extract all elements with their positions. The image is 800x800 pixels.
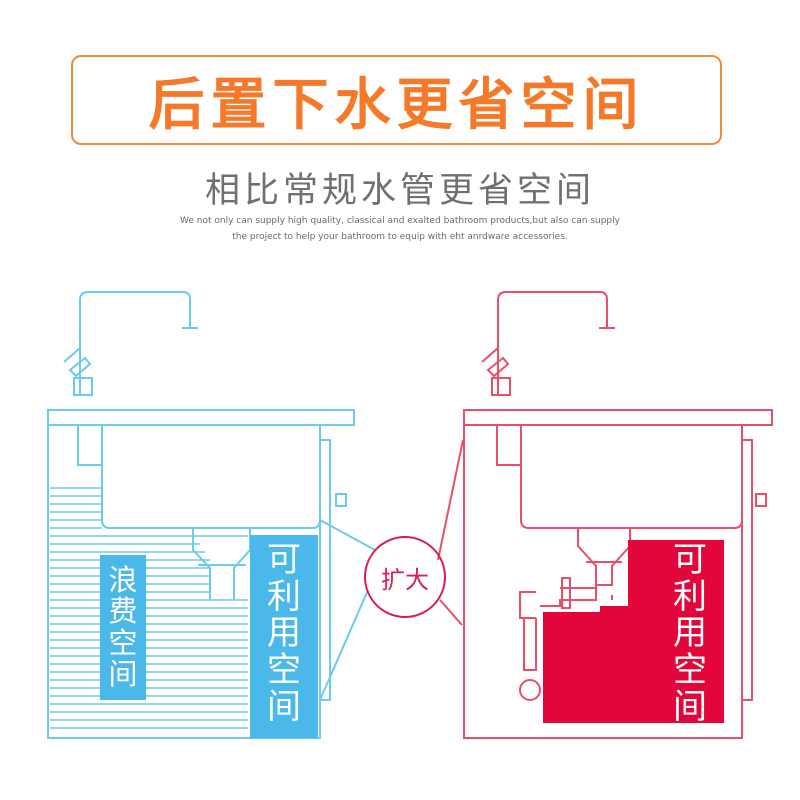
page-title: 后置下水更省空间 xyxy=(148,72,645,138)
page-subtitle: 相比常规水管更省空间 xyxy=(204,171,595,211)
right-sink-illustration xyxy=(463,291,773,739)
right-cabinet xyxy=(463,425,743,739)
left-usable-label: 可 利 用 空 间 xyxy=(267,540,301,727)
left-cabinet xyxy=(47,425,321,739)
left-sink-basin xyxy=(101,425,321,529)
right-sink-basin xyxy=(520,425,743,529)
expand-circle xyxy=(364,536,446,618)
description-line-2: the project to help your bathroom to equ… xyxy=(232,232,568,242)
right-countertop xyxy=(463,409,773,426)
left-usable-block xyxy=(250,535,318,738)
left-waste-block xyxy=(100,555,146,700)
title-frame: 后置下水更省空间 xyxy=(71,55,722,145)
left-sink-illustration xyxy=(47,291,355,739)
description-line-1: We not only can supply high quality, cla… xyxy=(180,216,620,226)
left-waste-hatching xyxy=(50,487,248,729)
left-waste-label: 浪 费 空 间 xyxy=(108,563,138,691)
right-usable-label: 可 利 用 空 间 xyxy=(673,540,707,727)
right-trap-pipe xyxy=(540,585,613,607)
left-faucet xyxy=(79,291,198,395)
expand-label: 扩大 xyxy=(381,566,429,594)
right-drain-pipe xyxy=(577,528,631,586)
right-faucet xyxy=(497,291,615,395)
left-countertop xyxy=(47,409,355,426)
expand-connector xyxy=(319,439,464,701)
